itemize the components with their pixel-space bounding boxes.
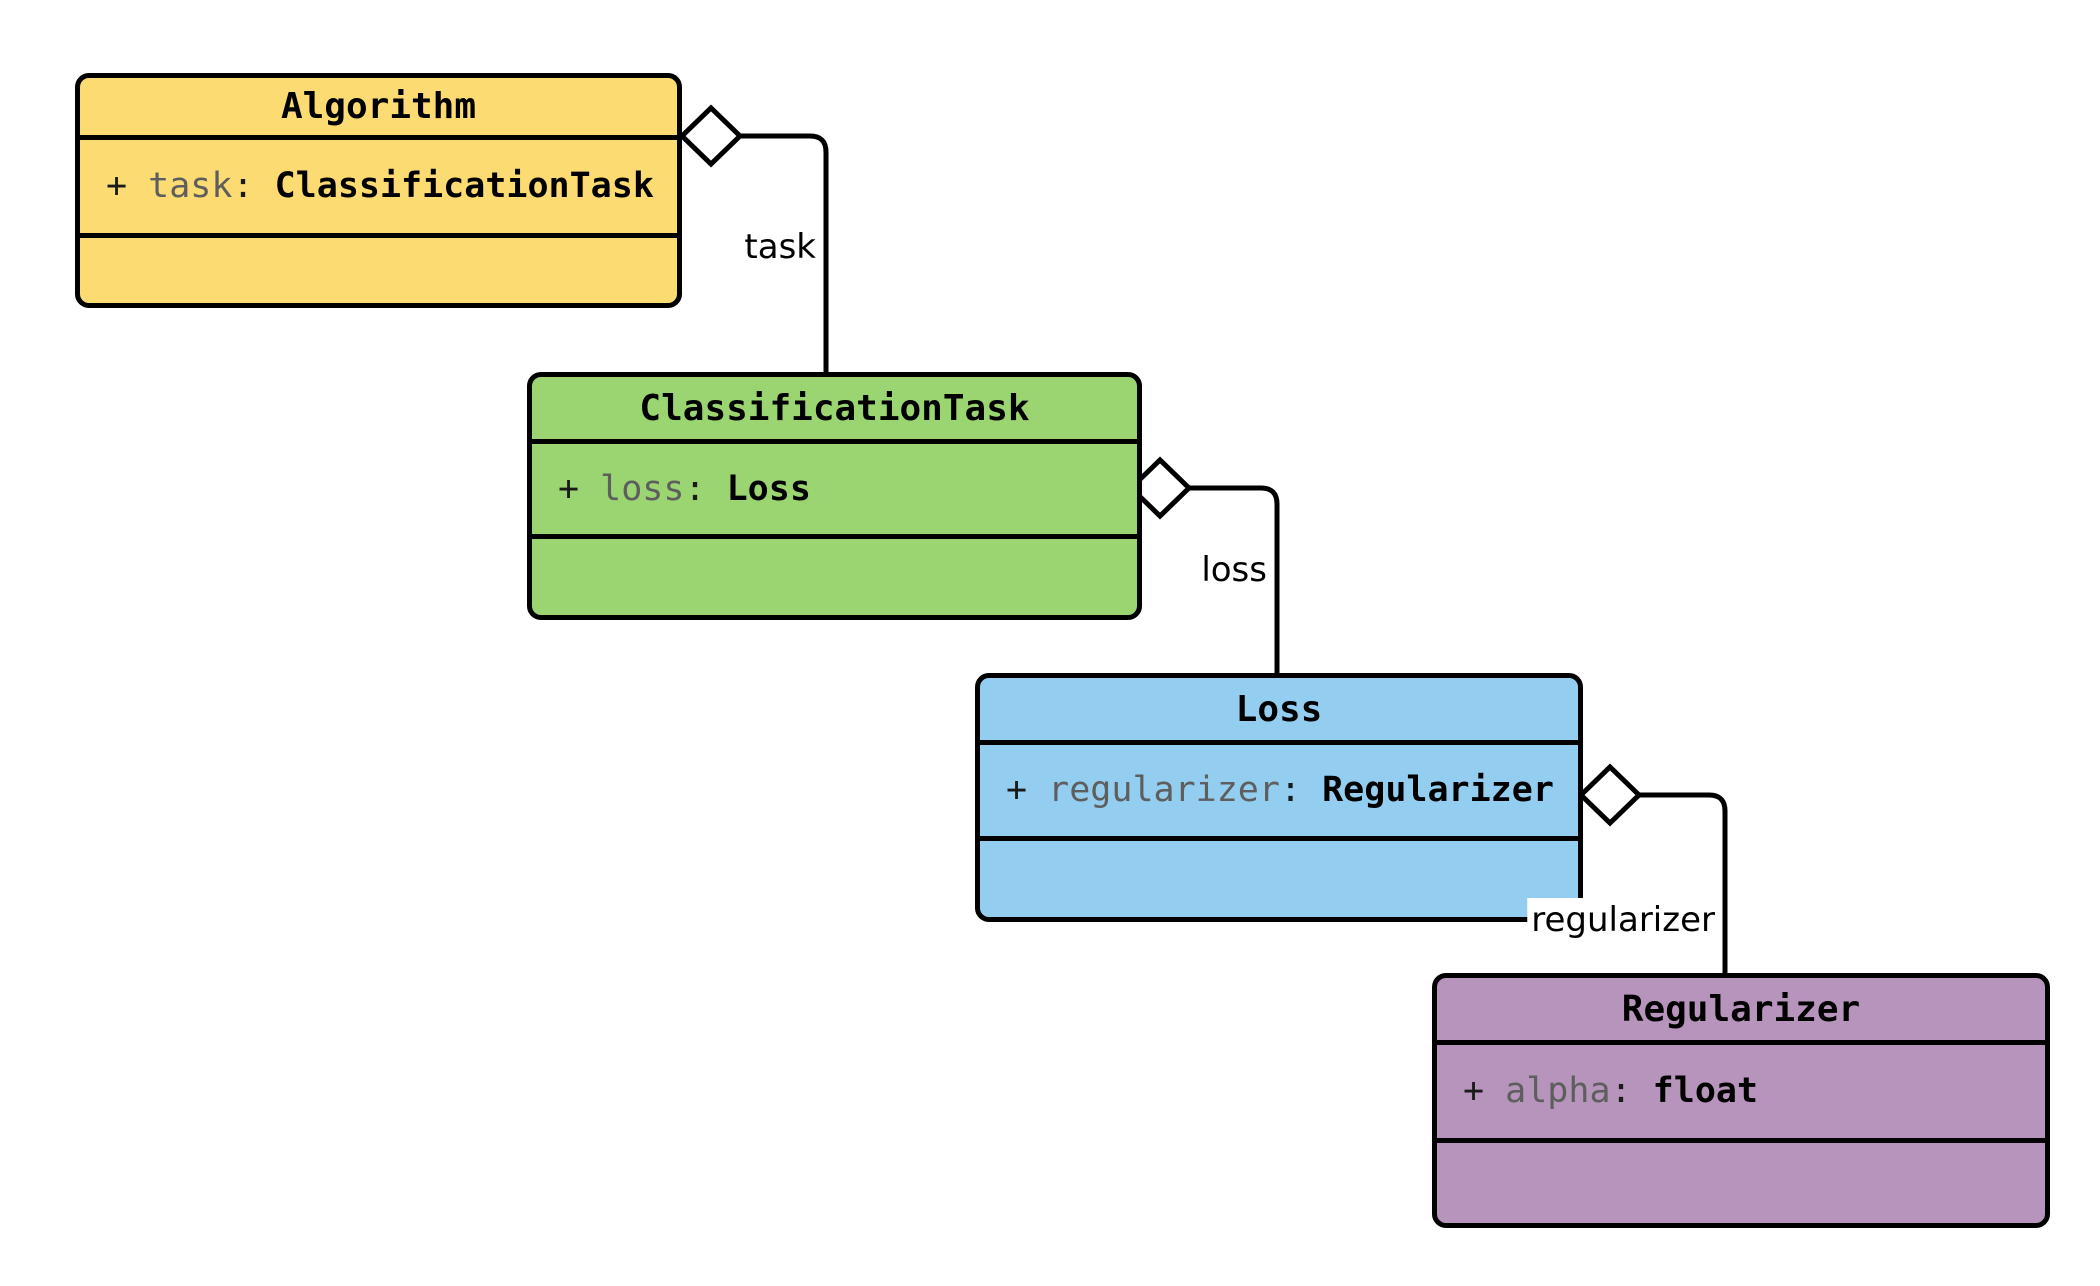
relation-label-task: task [740, 225, 822, 269]
class-attributes-row-classificationtask: + loss: Loss [532, 444, 1137, 539]
class-box-classificationtask[interactable]: ClassificationTask + loss: Loss [527, 372, 1142, 620]
relation-label-loss: loss [1197, 548, 1273, 592]
attribute-item-algorithm-task: + task: ClassificationTask [106, 169, 654, 204]
attribute-type: Regularizer [1322, 770, 1554, 810]
attribute-space [1027, 770, 1048, 810]
class-methods-row-classificationtask [532, 539, 1137, 615]
attribute-space-2 [706, 469, 727, 509]
attribute-space [127, 166, 148, 206]
attribute-visibility: + [558, 468, 580, 509]
attribute-type: ClassificationTask [274, 166, 654, 206]
attribute-name: alpha [1505, 1071, 1611, 1111]
attribute-separator: : [232, 166, 254, 206]
class-box-algorithm[interactable]: Algorithm + task: ClassificationTask [75, 73, 682, 308]
class-title-row-regularizer: Regularizer [1437, 978, 2045, 1045]
class-methods-row-regularizer [1437, 1143, 2045, 1223]
relation-regularizer-line [1639, 792, 1728, 973]
attribute-space-2 [254, 166, 275, 206]
class-title-row-classificationtask: ClassificationTask [532, 377, 1137, 444]
class-title-row-algorithm: Algorithm [80, 78, 677, 140]
attribute-visibility: + [1006, 770, 1028, 810]
attribute-visibility: + [1463, 1071, 1485, 1111]
relation-regularizer [1577, 763, 1728, 973]
attribute-separator: : [1610, 1071, 1632, 1111]
attribute-visibility: + [106, 166, 128, 206]
attribute-name: loss [600, 468, 685, 509]
class-name-algorithm: Algorithm [280, 86, 477, 127]
class-attributes-row-regularizer: + alpha: float [1437, 1045, 2045, 1143]
attribute-name: task [148, 166, 233, 206]
class-attributes-row-algorithm: + task: ClassificationTask [80, 140, 677, 238]
attribute-space [1484, 1071, 1505, 1111]
class-methods-row-loss [980, 841, 1578, 917]
attribute-type: Loss [726, 468, 811, 509]
relation-task-aggregation-diamond [678, 104, 744, 168]
attribute-item-regularizer-alpha: + alpha: float [1463, 1074, 1758, 1109]
class-name-classificationtask: ClassificationTask [639, 387, 1030, 429]
attribute-item-loss-regularizer: + regularizer: Regularizer [1006, 773, 1554, 808]
attribute-space-2 [1632, 1071, 1653, 1111]
attribute-space-2 [1301, 770, 1322, 810]
attribute-separator: : [684, 468, 706, 509]
relation-regularizer-aggregation-diamond [1577, 763, 1643, 827]
attribute-space [579, 469, 600, 509]
class-box-regularizer[interactable]: Regularizer + alpha: float [1432, 973, 2050, 1228]
class-name-loss: Loss [1235, 688, 1323, 730]
relation-label-regularizer: regularizer [1527, 898, 1721, 942]
class-attributes-row-loss: + regularizer: Regularizer [980, 745, 1578, 841]
class-name-regularizer: Regularizer [1621, 988, 1861, 1030]
class-methods-row-algorithm [80, 238, 677, 303]
attribute-separator: : [1279, 770, 1302, 810]
attribute-type: float [1652, 1071, 1759, 1111]
class-box-loss[interactable]: Loss + regularizer: Regularizer [975, 673, 1583, 922]
class-title-row-loss: Loss [980, 678, 1578, 745]
attribute-name: regularizer [1048, 770, 1280, 810]
attribute-item-classificationtask-loss: + loss: Loss [558, 468, 811, 509]
